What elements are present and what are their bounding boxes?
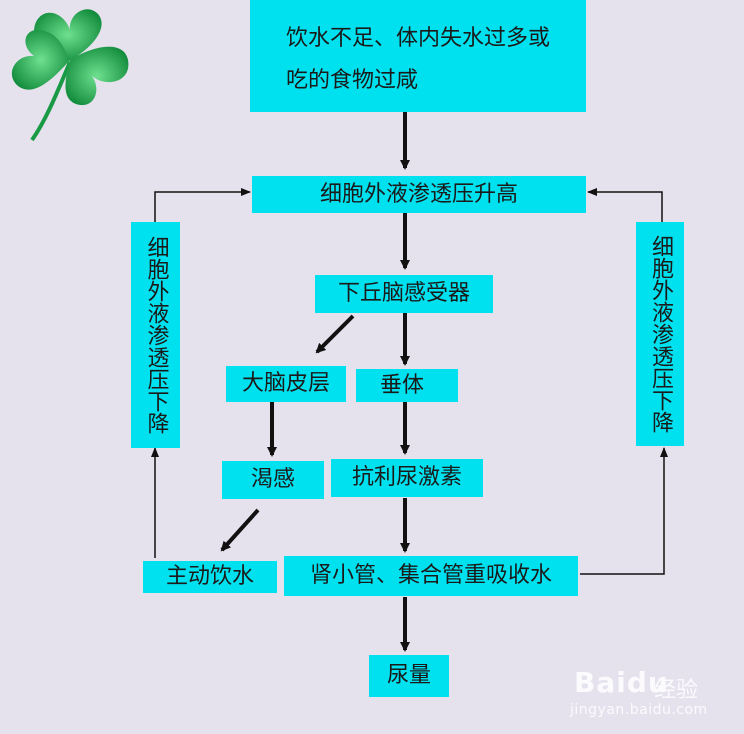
osmotic-drop-left-box: 细胞外液渗透压下降	[131, 222, 180, 448]
drink-label: 主动饮水	[165, 564, 254, 590]
arrow-hypothalamus-to-cortex	[315, 314, 355, 354]
hypothalamus-box: 下丘脑感受器	[315, 275, 493, 313]
kidney-label: 肾小管、集合管重吸收水	[309, 563, 552, 589]
thirst-box: 渴感	[222, 461, 324, 499]
arrow-left-drop-to-rise	[154, 188, 251, 222]
kidney-box: 肾小管、集合管重吸收水	[284, 556, 578, 596]
arrow-thirst-to-drink	[220, 508, 260, 552]
adh-label: 抗利尿激素	[351, 465, 462, 491]
baidu-watermark: Baidu 经验 jingyan.baidu.com	[566, 656, 736, 726]
osmotic-drop-left-label: 细胞外液渗透压下降	[143, 236, 169, 434]
cause-label: 饮水不足、体内失水过多或吃的食物过咸	[286, 26, 551, 93]
urine-box: 尿量	[369, 655, 449, 697]
arrow-kidney-to-right-drop	[580, 447, 668, 575]
watermark-logo: Baidu	[574, 666, 669, 699]
cause-box: 饮水不足、体内失水过多或吃的食物过咸	[250, 0, 586, 112]
osmotic-rise-label: 细胞外液渗透压升高	[319, 181, 518, 207]
urine-label: 尿量	[386, 663, 431, 689]
watermark-text: 经验	[654, 678, 699, 703]
hypothalamus-label: 下丘脑感受器	[337, 281, 470, 307]
arrow-right-drop-to-rise	[587, 188, 663, 222]
drink-box: 主动饮水	[143, 561, 277, 593]
cortex-label: 大脑皮层	[241, 371, 330, 397]
pituitary-box: 垂体	[356, 369, 458, 402]
cortex-box: 大脑皮层	[226, 366, 346, 402]
adh-box: 抗利尿激素	[331, 459, 483, 497]
osmotic-rise-box: 细胞外液渗透压升高	[252, 176, 586, 213]
thirst-label: 渴感	[250, 467, 295, 493]
osmotic-drop-right-label: 细胞外液渗透压下降	[648, 235, 673, 433]
pituitary-label: 垂体	[380, 372, 425, 398]
osmotic-drop-right-box: 细胞外液渗透压下降	[636, 222, 684, 446]
watermark-url: jingyan.baidu.com	[570, 702, 708, 718]
clover-icon	[11, 9, 129, 142]
